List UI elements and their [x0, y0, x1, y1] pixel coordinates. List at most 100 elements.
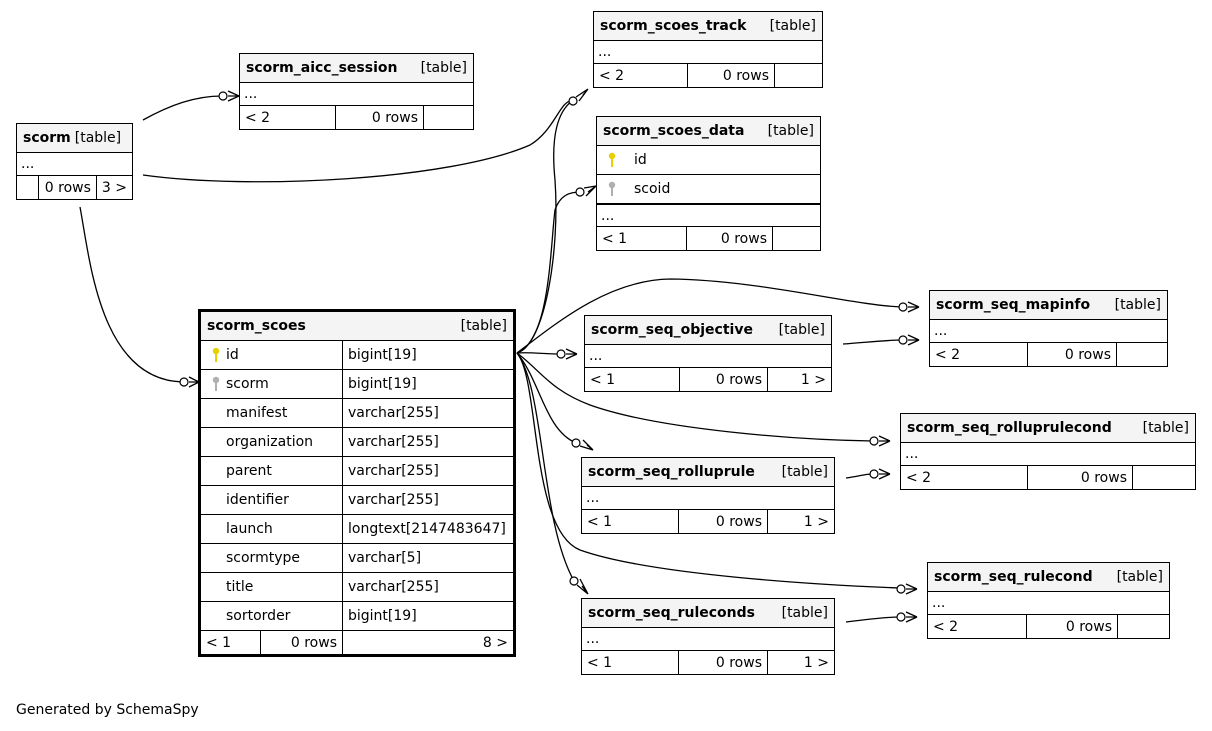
table-type: [table] [769, 18, 816, 34]
column-type: longtext[2147483647] [348, 521, 506, 537]
crowfoot-icon [575, 88, 589, 102]
table-name: scorm_aicc_session [246, 60, 398, 76]
children-link[interactable]: 8 > [482, 634, 508, 651]
column-row[interactable]: organization varchar[255] [201, 428, 513, 457]
parents-link[interactable]: < 1 [582, 510, 679, 533]
edge-end-circle [218, 91, 228, 101]
column-row[interactable]: manifest varchar[255] [201, 399, 513, 428]
column-row[interactable]: scormtype varchar[5] [201, 544, 513, 573]
table-name: scorm_seq_objective [591, 322, 753, 338]
column-name: organization [201, 428, 343, 456]
column-name: id [634, 152, 647, 168]
table-scorm-aicc-session[interactable]: scorm_aicc_session [table] ... < 2 0 row… [239, 53, 474, 130]
column-row[interactable]: scorm bigint[19] [201, 370, 513, 399]
column-type: bigint[19] [348, 608, 417, 624]
parents-link[interactable]: < 1 [201, 631, 261, 654]
children-link[interactable] [1117, 343, 1167, 366]
table-name: scorm_seq_ruleconds [588, 605, 755, 621]
parents-link[interactable]: < 1 [585, 368, 680, 391]
table-scorm-seq-ruleconds[interactable]: scorm_seq_ruleconds [table] ... < 1 0 ro… [581, 598, 835, 675]
edge-end-circle [179, 377, 189, 387]
edge-seq-rolluprule [516, 352, 577, 444]
row-count: 0 rows [261, 631, 343, 654]
children-link[interactable]: 1 > [803, 654, 829, 671]
column-row[interactable]: sortorder bigint[19] [201, 602, 513, 631]
more-columns: ... [582, 628, 834, 651]
row-count: 0 rows [1027, 615, 1118, 638]
row-count: 0 rows [336, 106, 424, 129]
crowfoot-icon [878, 468, 891, 480]
children-link[interactable] [1133, 466, 1195, 489]
table-scorm-seq-rulecond[interactable]: scorm_seq_rulecond [table] ... < 2 0 row… [927, 562, 1170, 639]
crowfoot-icon [907, 334, 920, 346]
children-link[interactable] [424, 106, 473, 129]
column-row[interactable]: id bigint[19] [201, 341, 513, 370]
column-row[interactable]: parent varchar[255] [201, 457, 513, 486]
edge-end-circle [575, 187, 585, 197]
primary-key-icon [602, 152, 622, 168]
children-link[interactable] [773, 227, 820, 250]
table-name: scorm_scoes_track [600, 18, 747, 34]
children-link[interactable] [1118, 615, 1169, 638]
table-scorm-scoes[interactable]: scorm_scoes [table] id bigint[19] scorm … [198, 309, 516, 657]
parents-link[interactable]: < 2 [901, 466, 1028, 489]
table-scorm-seq-rolluprule[interactable]: scorm_seq_rolluprule [table] ... < 1 0 r… [581, 457, 835, 534]
column-name: sortorder [201, 602, 343, 630]
table-type: [table] [74, 130, 122, 146]
edge-scoes-track [516, 100, 573, 354]
children-link[interactable]: 3 > [101, 179, 127, 196]
children-link[interactable]: 1 > [803, 513, 829, 530]
row-count: 0 rows [687, 227, 773, 250]
row-count: 0 rows [688, 64, 775, 87]
edge-end-circle [569, 576, 579, 586]
crowfoot-icon [583, 185, 597, 197]
table-name: scorm_seq_rolluprulecond [907, 420, 1112, 436]
parents-link[interactable]: < 2 [930, 343, 1028, 366]
column-type: varchar[255] [348, 579, 439, 595]
parents-link[interactable]: < 1 [582, 651, 679, 674]
table-scorm-scoes-data[interactable]: scorm_scoes_data [table] id scoid ... < … [596, 116, 821, 251]
table-type: [table] [781, 464, 828, 480]
column-row[interactable]: title varchar[255] [201, 573, 513, 602]
parents-link[interactable]: < 2 [594, 64, 688, 87]
table-scorm[interactable]: scorm [table] ... 0 rows 3 > [16, 123, 133, 200]
parents-link[interactable] [17, 176, 39, 199]
table-scorm-seq-rolluprulecond[interactable]: scorm_seq_rolluprulecond [table] ... < 2… [900, 413, 1196, 490]
table-scorm-scoes-track[interactable]: scorm_scoes_track [table] ... < 2 0 rows [593, 11, 823, 88]
children-link[interactable] [775, 64, 822, 87]
parents-link[interactable]: < 1 [597, 227, 687, 250]
parents-link[interactable]: < 2 [240, 106, 336, 129]
column-row[interactable]: launch longtext[2147483647] [201, 515, 513, 544]
table-name: scorm_seq_mapinfo [936, 297, 1091, 313]
table-scorm-seq-mapinfo[interactable]: scorm_seq_mapinfo [table] ... < 2 0 rows [929, 290, 1168, 367]
crowfoot-icon [878, 435, 891, 447]
column-name: scoid [634, 181, 671, 197]
row-count: 0 rows [680, 368, 768, 391]
table-type: [table] [1116, 569, 1163, 585]
crowfoot-icon [579, 439, 594, 451]
edge-scorm-aicc-session [142, 95, 223, 121]
table-name: scorm_scoes [207, 318, 306, 334]
table-name: scorm_seq_rolluprule [588, 464, 755, 480]
edge-seq-rulecond [516, 352, 901, 589]
children-link[interactable]: 1 > [800, 371, 826, 388]
parents-link[interactable]: < 2 [928, 615, 1027, 638]
column-type: varchar[255] [348, 492, 439, 508]
edge-end-circle [869, 436, 879, 446]
table-type: [table] [460, 318, 507, 334]
crowfoot-icon [576, 578, 589, 595]
edge-seq-objective [516, 352, 561, 355]
edge-scorm-scoes-track [142, 100, 573, 183]
table-scorm-seq-objective[interactable]: scorm_seq_objective [table] ... < 1 0 ro… [584, 315, 832, 392]
column-name: launch [201, 515, 343, 543]
table-name: scorm [23, 130, 71, 146]
column-row[interactable]: identifier varchar[255] [201, 486, 513, 515]
column-name: identifier [201, 486, 343, 514]
primary-key-icon [206, 347, 226, 363]
crowfoot-icon [907, 301, 920, 313]
edge-seq-rolluprulecond [516, 352, 874, 442]
crowfoot-icon [188, 376, 200, 388]
row-count: 0 rows [1028, 466, 1133, 489]
more-columns: ... [930, 320, 1167, 343]
